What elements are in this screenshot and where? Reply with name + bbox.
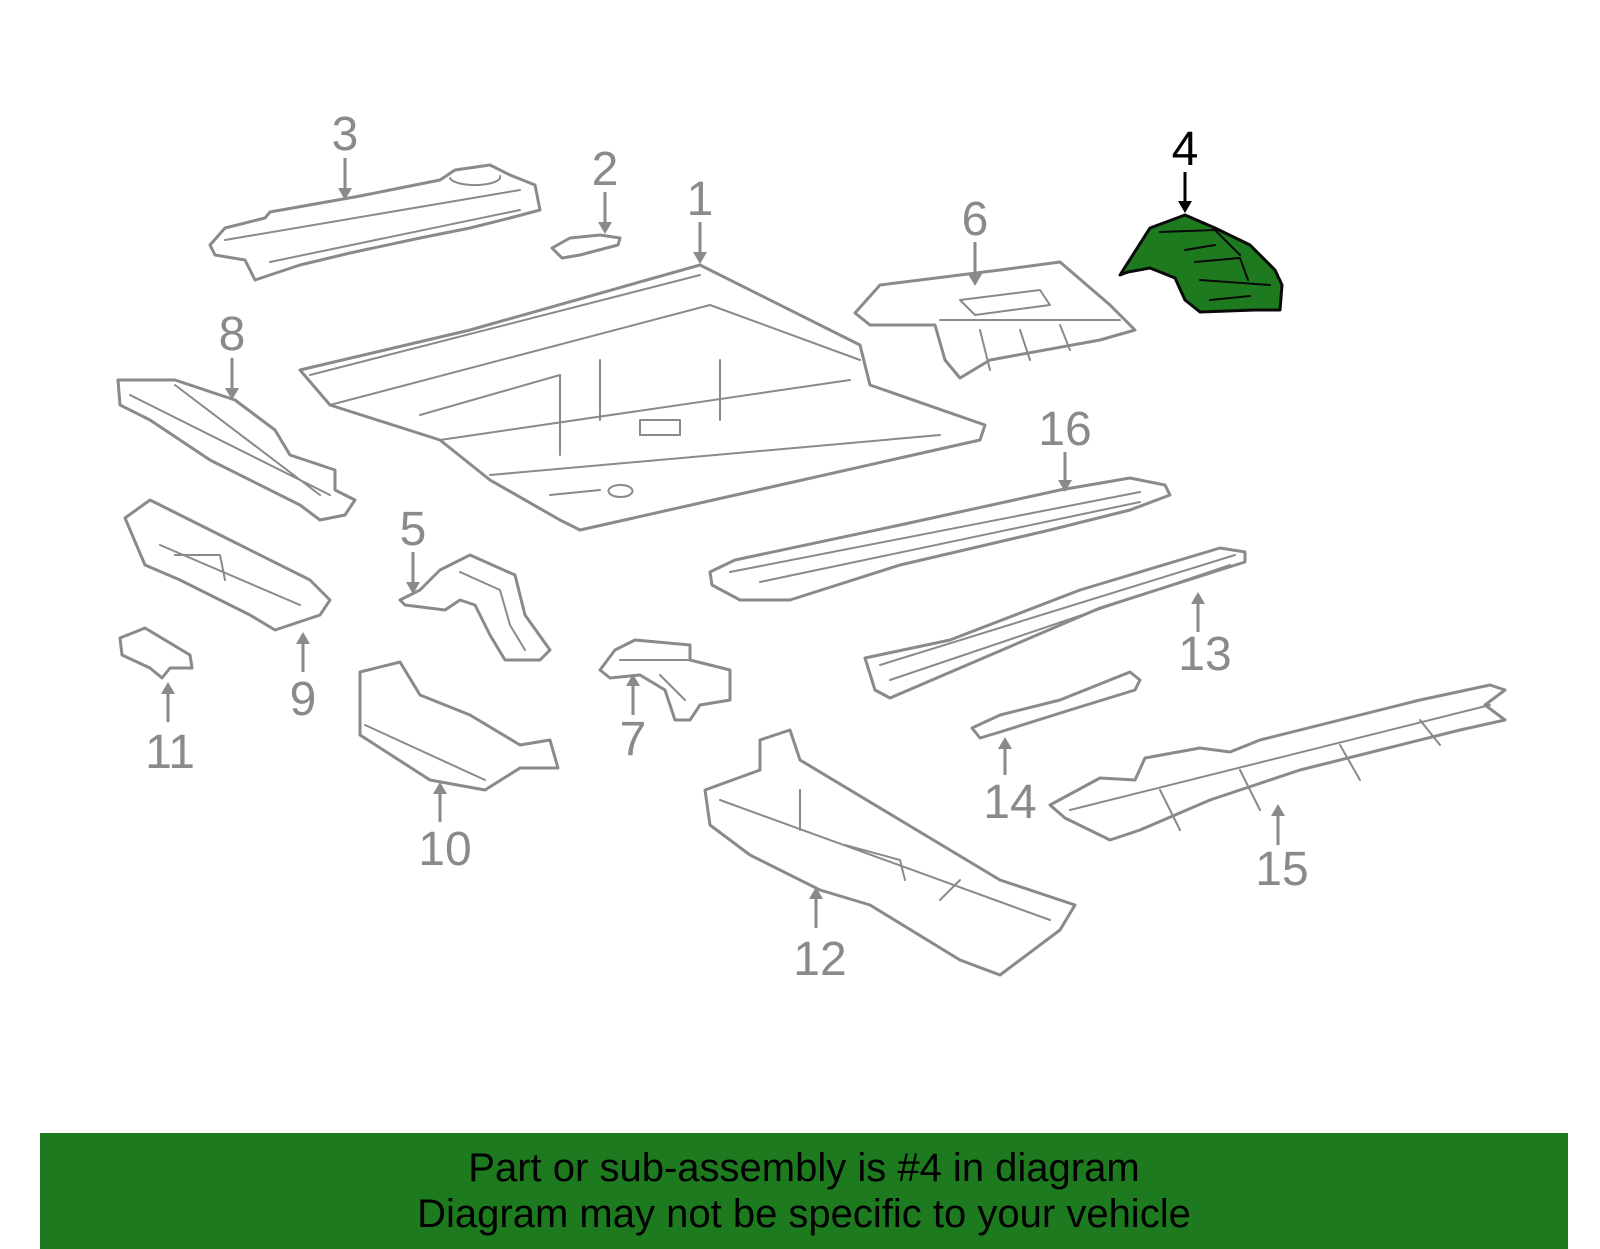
part-1-shape[interactable] [298, 263, 987, 532]
callout-4: 4 [1172, 123, 1199, 213]
callout-13: 13 [1178, 592, 1232, 681]
callout-5-label: 5 [400, 503, 427, 556]
part-7-shape[interactable] [598, 638, 732, 722]
callout-12: 12 [793, 887, 847, 986]
part-5-shape[interactable] [398, 553, 552, 662]
callout-15: 15 [1255, 804, 1309, 896]
part-14-shape[interactable] [970, 670, 1142, 740]
callout-6-label: 6 [962, 193, 989, 246]
part-8-shape[interactable] [116, 378, 357, 522]
callout-15-label: 15 [1255, 843, 1308, 896]
callout-14-label: 14 [983, 776, 1036, 829]
part-6-shape[interactable] [853, 260, 1137, 380]
callout-7: 7 [620, 674, 647, 766]
part-10-shape[interactable] [358, 660, 560, 792]
callout-7-label: 7 [620, 713, 647, 766]
part-13-shape[interactable] [863, 546, 1247, 700]
callout-10: 10 [418, 782, 472, 876]
callout-6: 6 [962, 193, 989, 286]
callout-11-label: 11 [145, 726, 195, 779]
callout-8: 8 [219, 308, 246, 400]
part-9-shape[interactable] [123, 498, 332, 632]
callout-9-label: 9 [290, 673, 317, 726]
banner-line-2: Diagram may not be specific to your vehi… [417, 1192, 1191, 1236]
callout-2: 2 [592, 143, 619, 234]
callout-10-label: 10 [418, 823, 471, 876]
part-3-shape[interactable] [208, 163, 542, 282]
callout-3: 3 [332, 108, 359, 200]
callout-13-label: 13 [1178, 628, 1231, 681]
callout-16-label: 16 [1038, 403, 1091, 456]
info-banner: Part or sub-assembly is #4 in diagram Di… [40, 1133, 1568, 1249]
callout-12-label: 12 [793, 933, 846, 986]
part-11-shape[interactable] [118, 626, 194, 680]
callout-4-label: 4 [1172, 123, 1199, 176]
callout-9: 9 [290, 632, 317, 726]
callout-8-label: 8 [219, 308, 246, 361]
part-16-shape[interactable] [708, 476, 1172, 602]
banner-line-1: Part or sub-assembly is #4 in diagram [468, 1146, 1140, 1190]
callout-5: 5 [400, 503, 427, 594]
part-2-shape[interactable] [550, 233, 622, 260]
callout-11: 11 [145, 682, 195, 779]
callout-1-label: 1 [687, 173, 714, 226]
callout-14: 14 [983, 737, 1037, 829]
callout-3-label: 3 [332, 108, 359, 161]
part-4-shape[interactable] [1118, 213, 1284, 314]
callout-16: 16 [1038, 403, 1092, 492]
callout-2-label: 2 [592, 143, 619, 196]
part-12-shape[interactable] [703, 728, 1077, 977]
part-15-shape[interactable] [1048, 683, 1507, 842]
callout-1: 1 [687, 173, 714, 264]
